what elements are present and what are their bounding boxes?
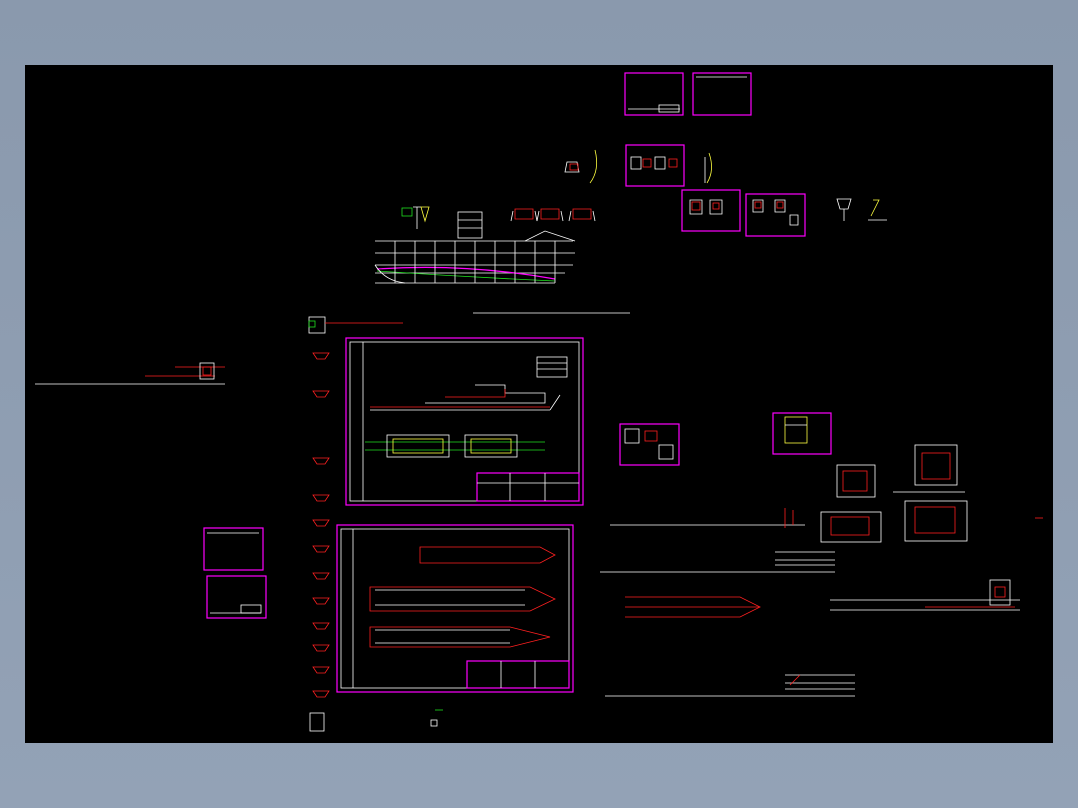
sheet-general-arrangement[interactable]: [345, 337, 584, 506]
hull-plan-1: [419, 546, 556, 564]
ga-table-topright: [536, 356, 568, 378]
ga-deck-plans: [365, 434, 545, 458]
sheet-structural-plan[interactable]: [336, 524, 574, 693]
lines-plan-profile: [374, 230, 576, 284]
section-curves-right: [836, 198, 887, 221]
sheet-top-2[interactable]: [692, 72, 752, 116]
sheet-left-1[interactable]: [203, 527, 264, 571]
sheet-sections-b[interactable]: [745, 193, 806, 237]
profile-lines-right: [600, 508, 1043, 697]
sheet-sections-small[interactable]: [625, 144, 685, 187]
ga-profile-view: [370, 384, 561, 411]
frame-sections-row: [401, 206, 596, 239]
sheet-detail-yellow[interactable]: [772, 412, 832, 455]
small-mark-bottom: [430, 709, 443, 727]
hull-plan-3: [369, 626, 551, 648]
section-details-column: [308, 316, 403, 732]
ga-title-block: [476, 472, 580, 502]
sheet-sections-a[interactable]: [681, 189, 741, 232]
struct-title-block: [466, 660, 570, 689]
sheet-top-1[interactable]: [624, 72, 684, 116]
section-curves-top: [564, 149, 712, 184]
cad-model-viewport[interactable]: .mag { fill:none; stroke:#ff00ff; stroke…: [25, 65, 1053, 743]
sheet-detail-mid[interactable]: [619, 423, 680, 466]
detail-right-cluster: [820, 444, 968, 543]
sheet-left-2[interactable]: [206, 575, 267, 619]
cad-drawing-canvas[interactable]: .mag { fill:none; stroke:#ff00ff; stroke…: [25, 65, 1053, 743]
hull-plan-2: [369, 586, 556, 612]
detail-left-profile: [35, 362, 225, 385]
